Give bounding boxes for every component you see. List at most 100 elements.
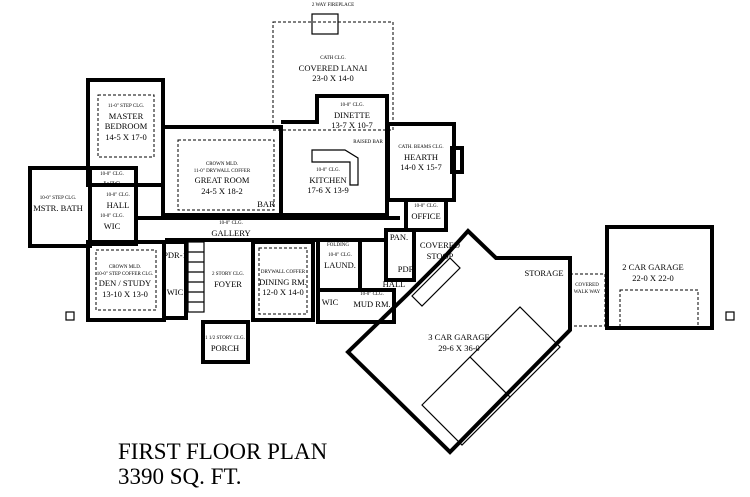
dining-coffer: [258, 247, 308, 315]
gallery-note: 10-0" CLG.: [219, 221, 243, 226]
pantry-pdr-walls: [384, 228, 416, 282]
two-car-garage-door: [619, 289, 699, 329]
wic-upper-label: 10-0" CLG. WIC: [100, 172, 124, 189]
gallery-name: GALLERY: [211, 227, 251, 238]
covered-stoop-label: COVERED STOOP: [420, 240, 460, 261]
porch-walls: [201, 320, 250, 364]
porch-note: 1 1/2 STORY CLG.: [205, 336, 245, 341]
master-bedroom-name: MASTER: [108, 110, 144, 121]
pdr-wic-walls: [162, 240, 188, 320]
hearth-fireplace: [450, 146, 464, 174]
fireplace-label: 2 WAY FIREPLACE: [311, 3, 355, 8]
master-bedroom-name-2: BEDROOM: [104, 121, 148, 131]
hearth-note: CATH. BEAMS CLG.: [398, 145, 444, 150]
laundry-note: 10-0" CLG.: [328, 253, 352, 258]
dining-label: DRYWALL COFFER DINING RM. 12-0 X 14-0: [259, 270, 307, 298]
covered-lanai-outline: [272, 21, 394, 131]
covered-walkway-outline: [569, 273, 606, 327]
pdr1-block: PDR-1: [163, 250, 187, 261]
kitchen-name: KITCHEN: [309, 174, 347, 185]
walkway-name-2: WALK WAY: [573, 289, 601, 295]
fireplace-label-block: 2 WAY FIREPLACE: [312, 3, 354, 10]
great-room-note: CROWN MLD.: [205, 162, 239, 167]
dinette-label: 10-0" CLG. DINETTE 13-7 X 10-7: [331, 103, 373, 131]
pantry-label: PAN.: [389, 232, 409, 242]
foyer-note: 2 STORY CLG.: [211, 272, 245, 277]
great-room-dims: 24-5 X 18-2: [201, 185, 243, 196]
pantry-block: PAN.: [390, 232, 408, 243]
dinette-note: 10-0" CLG.: [340, 103, 364, 108]
master-bedroom-dims: 14-5 X 17-0: [105, 131, 147, 142]
lanai-dims: 23-0 X 14-0: [312, 73, 354, 83]
garage-hall-block: HALL: [383, 279, 406, 290]
wic-upper-note: 10-0" CLG.: [100, 172, 124, 177]
den-note: CROWN MLD.: [108, 265, 142, 270]
dinette-dims: 13-7 X 10-7: [331, 120, 373, 130]
hearth-name: HEARTH: [404, 151, 438, 162]
great-room-name: GREAT ROOM: [194, 175, 250, 185]
kitchen-dims: 17-6 X 13-9: [307, 185, 349, 195]
kitchen-island: [311, 149, 359, 186]
folding-label: FOLDING: [327, 243, 349, 248]
gallery-label: 10-0" CLG. GALLERY: [211, 221, 250, 238]
stair-treads: [188, 251, 204, 303]
raised-bar-label: RAISED BAR: [353, 140, 383, 145]
pdr1-label: PDR-1: [163, 250, 187, 260]
plan-title: FIRST FLOOR PLAN: [118, 439, 328, 464]
pdr-label: PDR: [397, 264, 415, 274]
foyer-name: FOYER: [214, 278, 242, 289]
dining-room-walls: [251, 240, 315, 322]
raised-bar-block: RAISED BAR: [353, 140, 383, 147]
covered-stoop-name-2: STOOP: [426, 250, 454, 261]
laundry-name: LAUND.: [324, 259, 356, 270]
mud-room-label: 10-0" CLG. MUD RM.: [353, 292, 390, 309]
storage-block: STORAGE: [524, 268, 563, 279]
den-label: CROWN MLD. 10-0" STEP COFFER CLG. DEN / …: [97, 265, 154, 299]
three-car-garage-walls: [345, 228, 572, 455]
mud-room-name: MUD RM.: [353, 298, 391, 309]
pdr-block: PDR: [398, 264, 415, 275]
kitchen-note: 10-0" CLG.: [316, 168, 340, 173]
plan-area: 3390 SQ. FT.: [118, 464, 242, 489]
two-car-garage-label: 2 CAR GARAGE 22-0 X 22-0: [622, 262, 683, 283]
two-car-garage-name: 2 CAR GARAGE: [622, 262, 684, 272]
den-name: DEN / STUDY: [98, 278, 152, 288]
wic-lower-label: 10-0" CLG. WIC: [100, 214, 124, 231]
den-wic-block: WIC: [167, 287, 184, 298]
hall-note: 10-0" CLG.: [106, 193, 130, 198]
folding-block: FOLDING: [327, 243, 349, 250]
two-car-garage-dims: 22-0 X 22-0: [632, 272, 674, 283]
mud-room-note: 10-0" CLG.: [360, 292, 384, 297]
bar-block: BAR: [257, 199, 274, 210]
lanai-label: CATH CLG. COVERED LANAI 23-0 X 14-0: [299, 56, 368, 84]
lanai-note: CATH CLG.: [320, 56, 346, 61]
kitchen-dinette-walls: [279, 94, 389, 217]
garage-doors: [421, 306, 561, 446]
hearth-dims: 14-0 X 15-7: [400, 162, 442, 172]
three-car-garage-name: 3 CAR GARAGE: [428, 332, 490, 342]
dining-name: DINING RM.: [259, 276, 307, 287]
porch-label: 1 1/2 STORY CLG. PORCH: [205, 336, 245, 353]
master-bedroom-note: 11-0" STEP CLG.: [107, 104, 145, 109]
office-label: 10-0" CLG. OFFICE: [411, 204, 440, 221]
den-wic-label: WIC: [166, 287, 184, 297]
two-car-garage-walls: [605, 225, 714, 330]
fireplace: [311, 13, 339, 35]
covered-stoop-name: COVERED: [419, 240, 461, 250]
master-bath-note: 10-0" STEP CLG.: [39, 196, 77, 201]
bar-label: BAR: [257, 199, 275, 209]
hall-label: 10-0" CLG. HALL: [106, 193, 130, 210]
hall-name: HALL: [106, 199, 130, 210]
stairs: [187, 241, 205, 313]
master-bath-label: 10-0" STEP CLG. MSTR. BATH: [33, 196, 83, 213]
mud-wic-label: WIC: [321, 297, 339, 307]
den-dims: 13-10 X 13-0: [102, 288, 148, 299]
kitchen-label: 10-0" CLG. KITCHEN 17-6 X 13-9: [307, 168, 349, 196]
walkway-label: COVERED WALK WAY: [574, 283, 601, 296]
great-room-label: CROWN MLD. 11-0" DRYWALL COFFER GREAT RO…: [194, 162, 250, 196]
porch-name: PORCH: [210, 342, 240, 353]
office-walls: [404, 198, 448, 232]
walkway-name: COVERED: [575, 283, 599, 288]
